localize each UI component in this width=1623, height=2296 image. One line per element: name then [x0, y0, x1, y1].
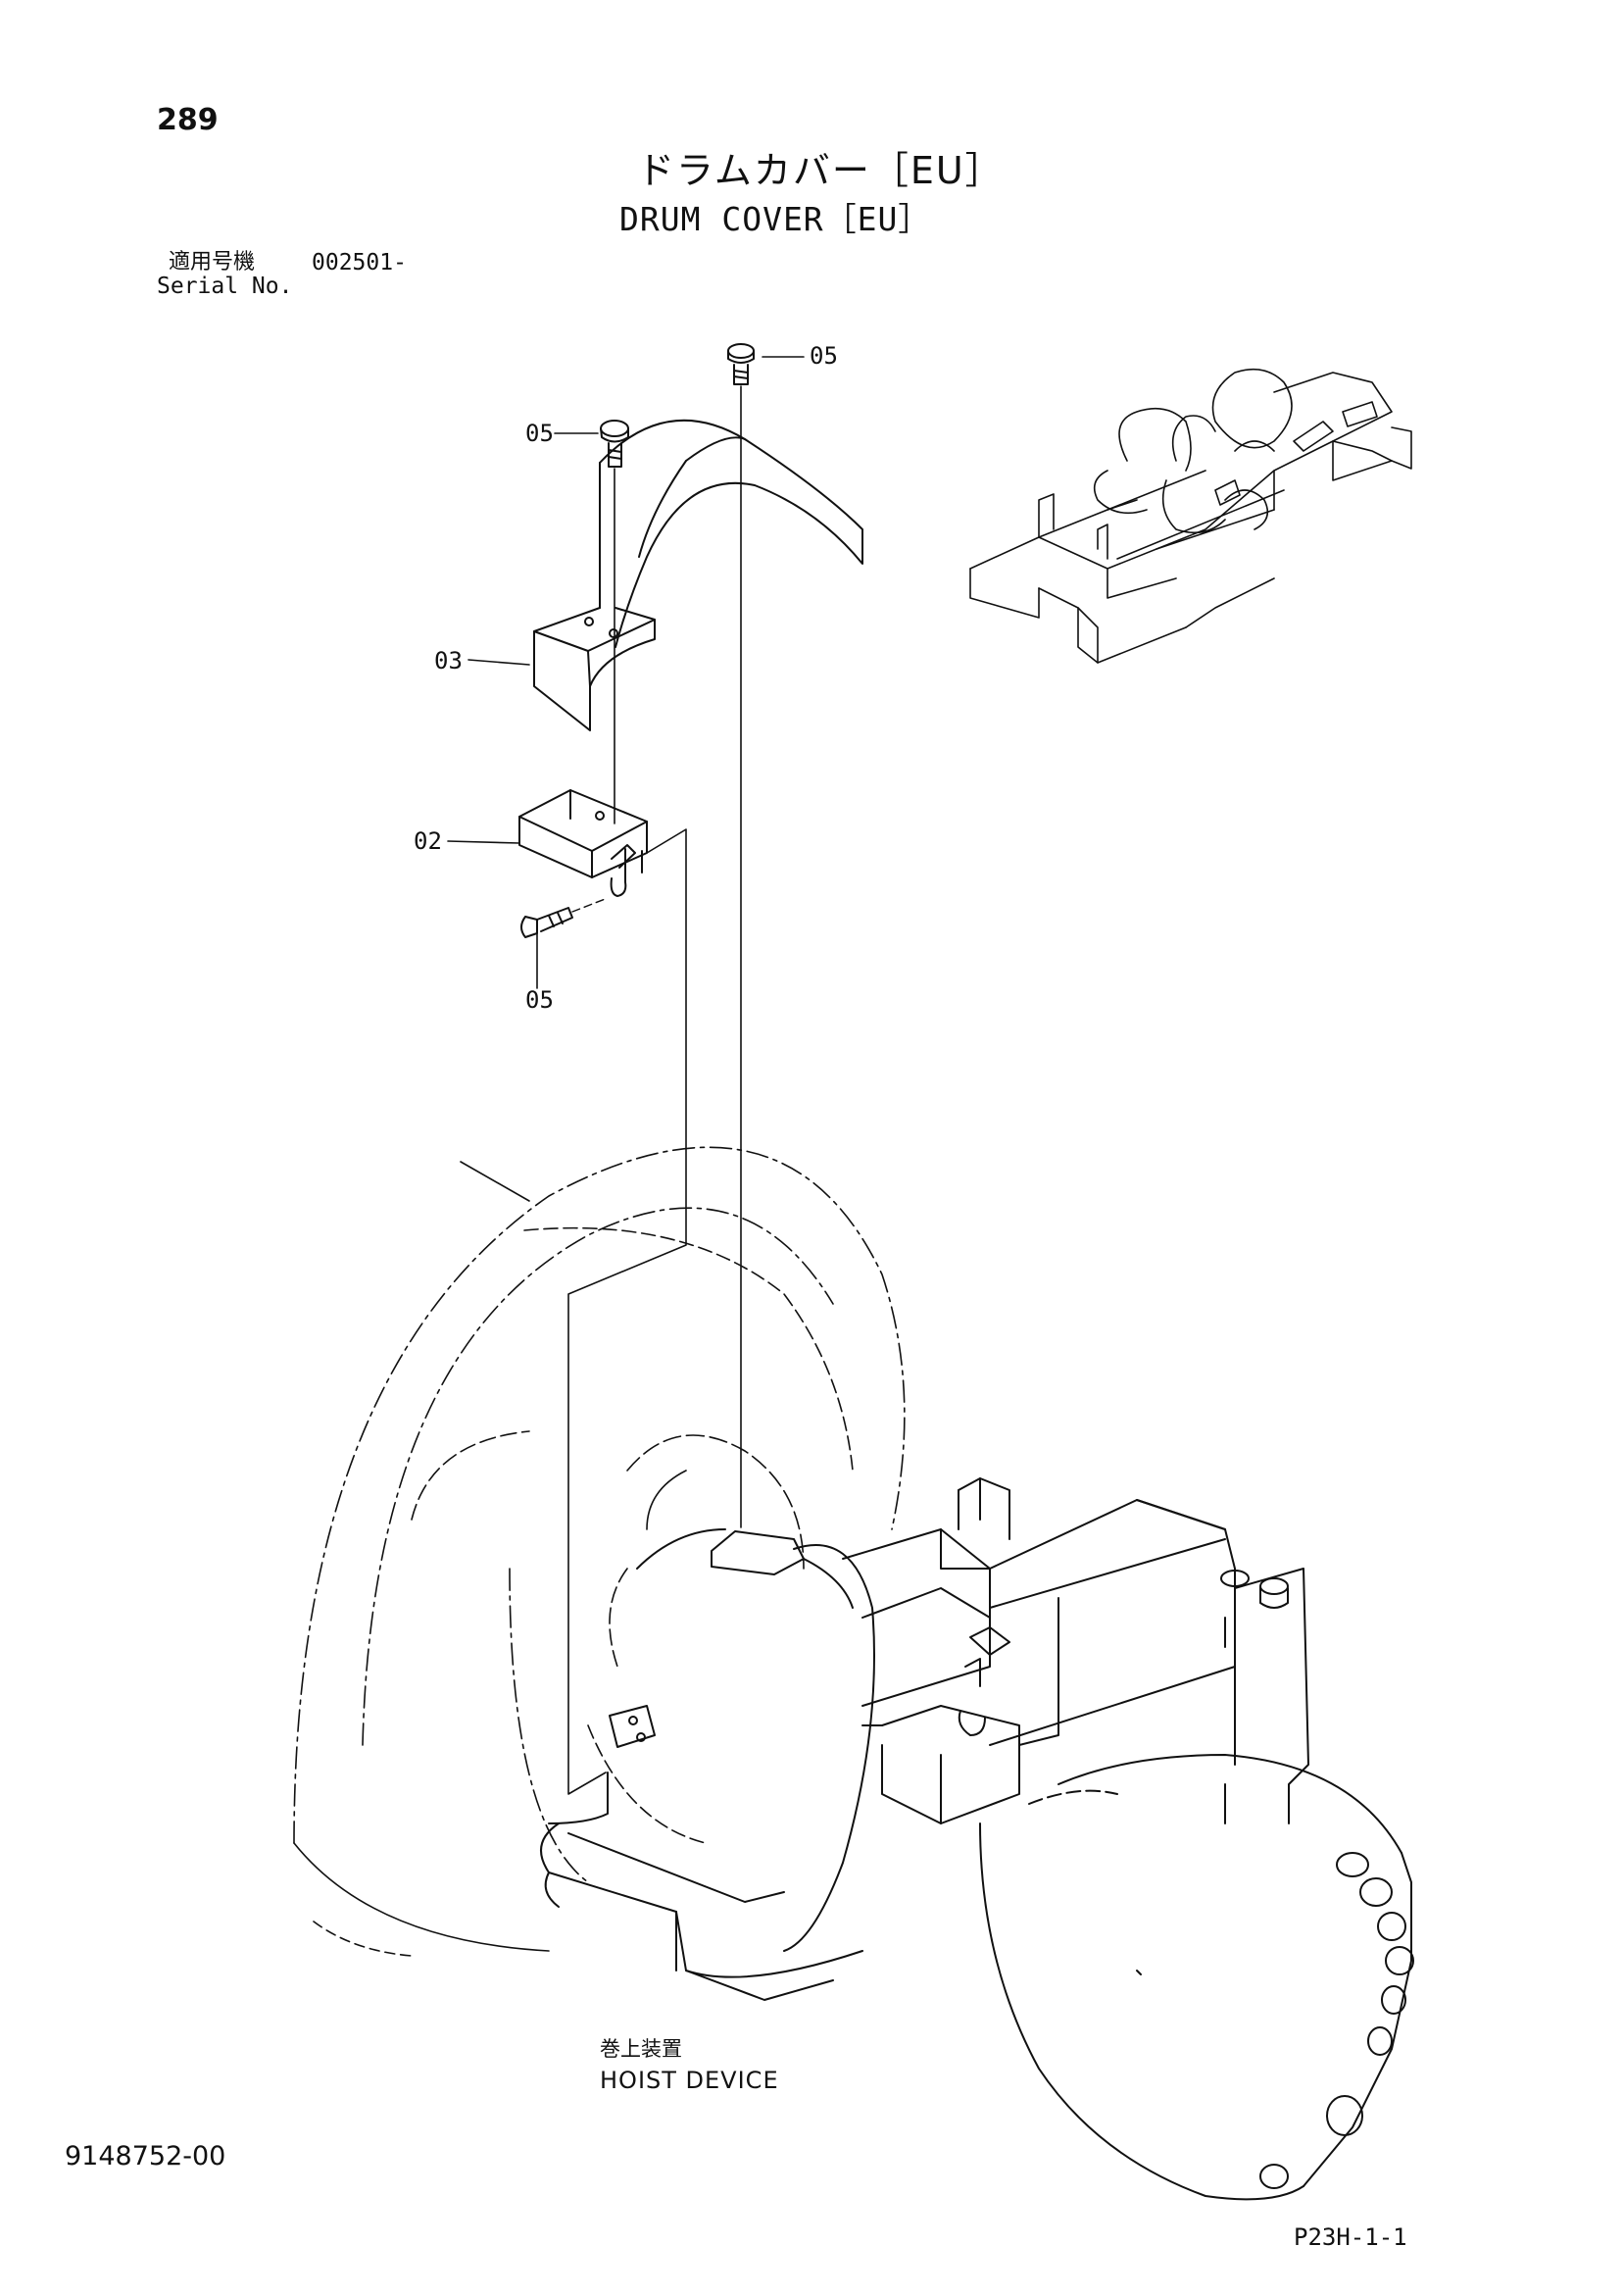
leader-lines — [448, 357, 804, 988]
bolt-lower — [521, 898, 608, 937]
bolt-upper-left — [601, 421, 628, 467]
inset-overview — [970, 370, 1411, 663]
bracket — [519, 790, 647, 896]
title-japanese: ドラムカバー［EU］ — [637, 149, 1005, 192]
sheet-code: P23H-1-1 — [1294, 2223, 1407, 2251]
bolt-top — [728, 344, 754, 384]
callout-drum-cover: 03 — [434, 647, 463, 674]
hoist-drum — [294, 1147, 905, 1956]
assembly-label-english: HOIST DEVICE — [600, 2067, 779, 2094]
hoist-frame — [541, 1823, 862, 2000]
assembly-label-japanese: 巻上装置 — [600, 2037, 682, 2061]
serial-value: 002501- — [312, 250, 407, 275]
title-english: DRUM COVER［EU］ — [619, 200, 932, 238]
callout-bolt-lower: 05 — [525, 986, 554, 1014]
serial-label-english: Serial No. — [157, 274, 293, 299]
drum-cover — [534, 421, 862, 730]
clamp-ring — [549, 1529, 853, 1823]
callout-bracket: 02 — [414, 827, 442, 855]
callout-bolt-top: 05 — [810, 342, 838, 370]
assembly-lines — [568, 386, 741, 1794]
page-number: 289 — [157, 103, 219, 137]
callout-bolt-upper-left: 05 — [525, 420, 554, 447]
hoist-motor — [980, 1755, 1413, 2199]
document-number: 9148752-00 — [65, 2141, 226, 2171]
hoist-gearbox — [784, 1478, 1308, 1951]
serial-label-japanese: 適用号機 — [169, 250, 256, 275]
